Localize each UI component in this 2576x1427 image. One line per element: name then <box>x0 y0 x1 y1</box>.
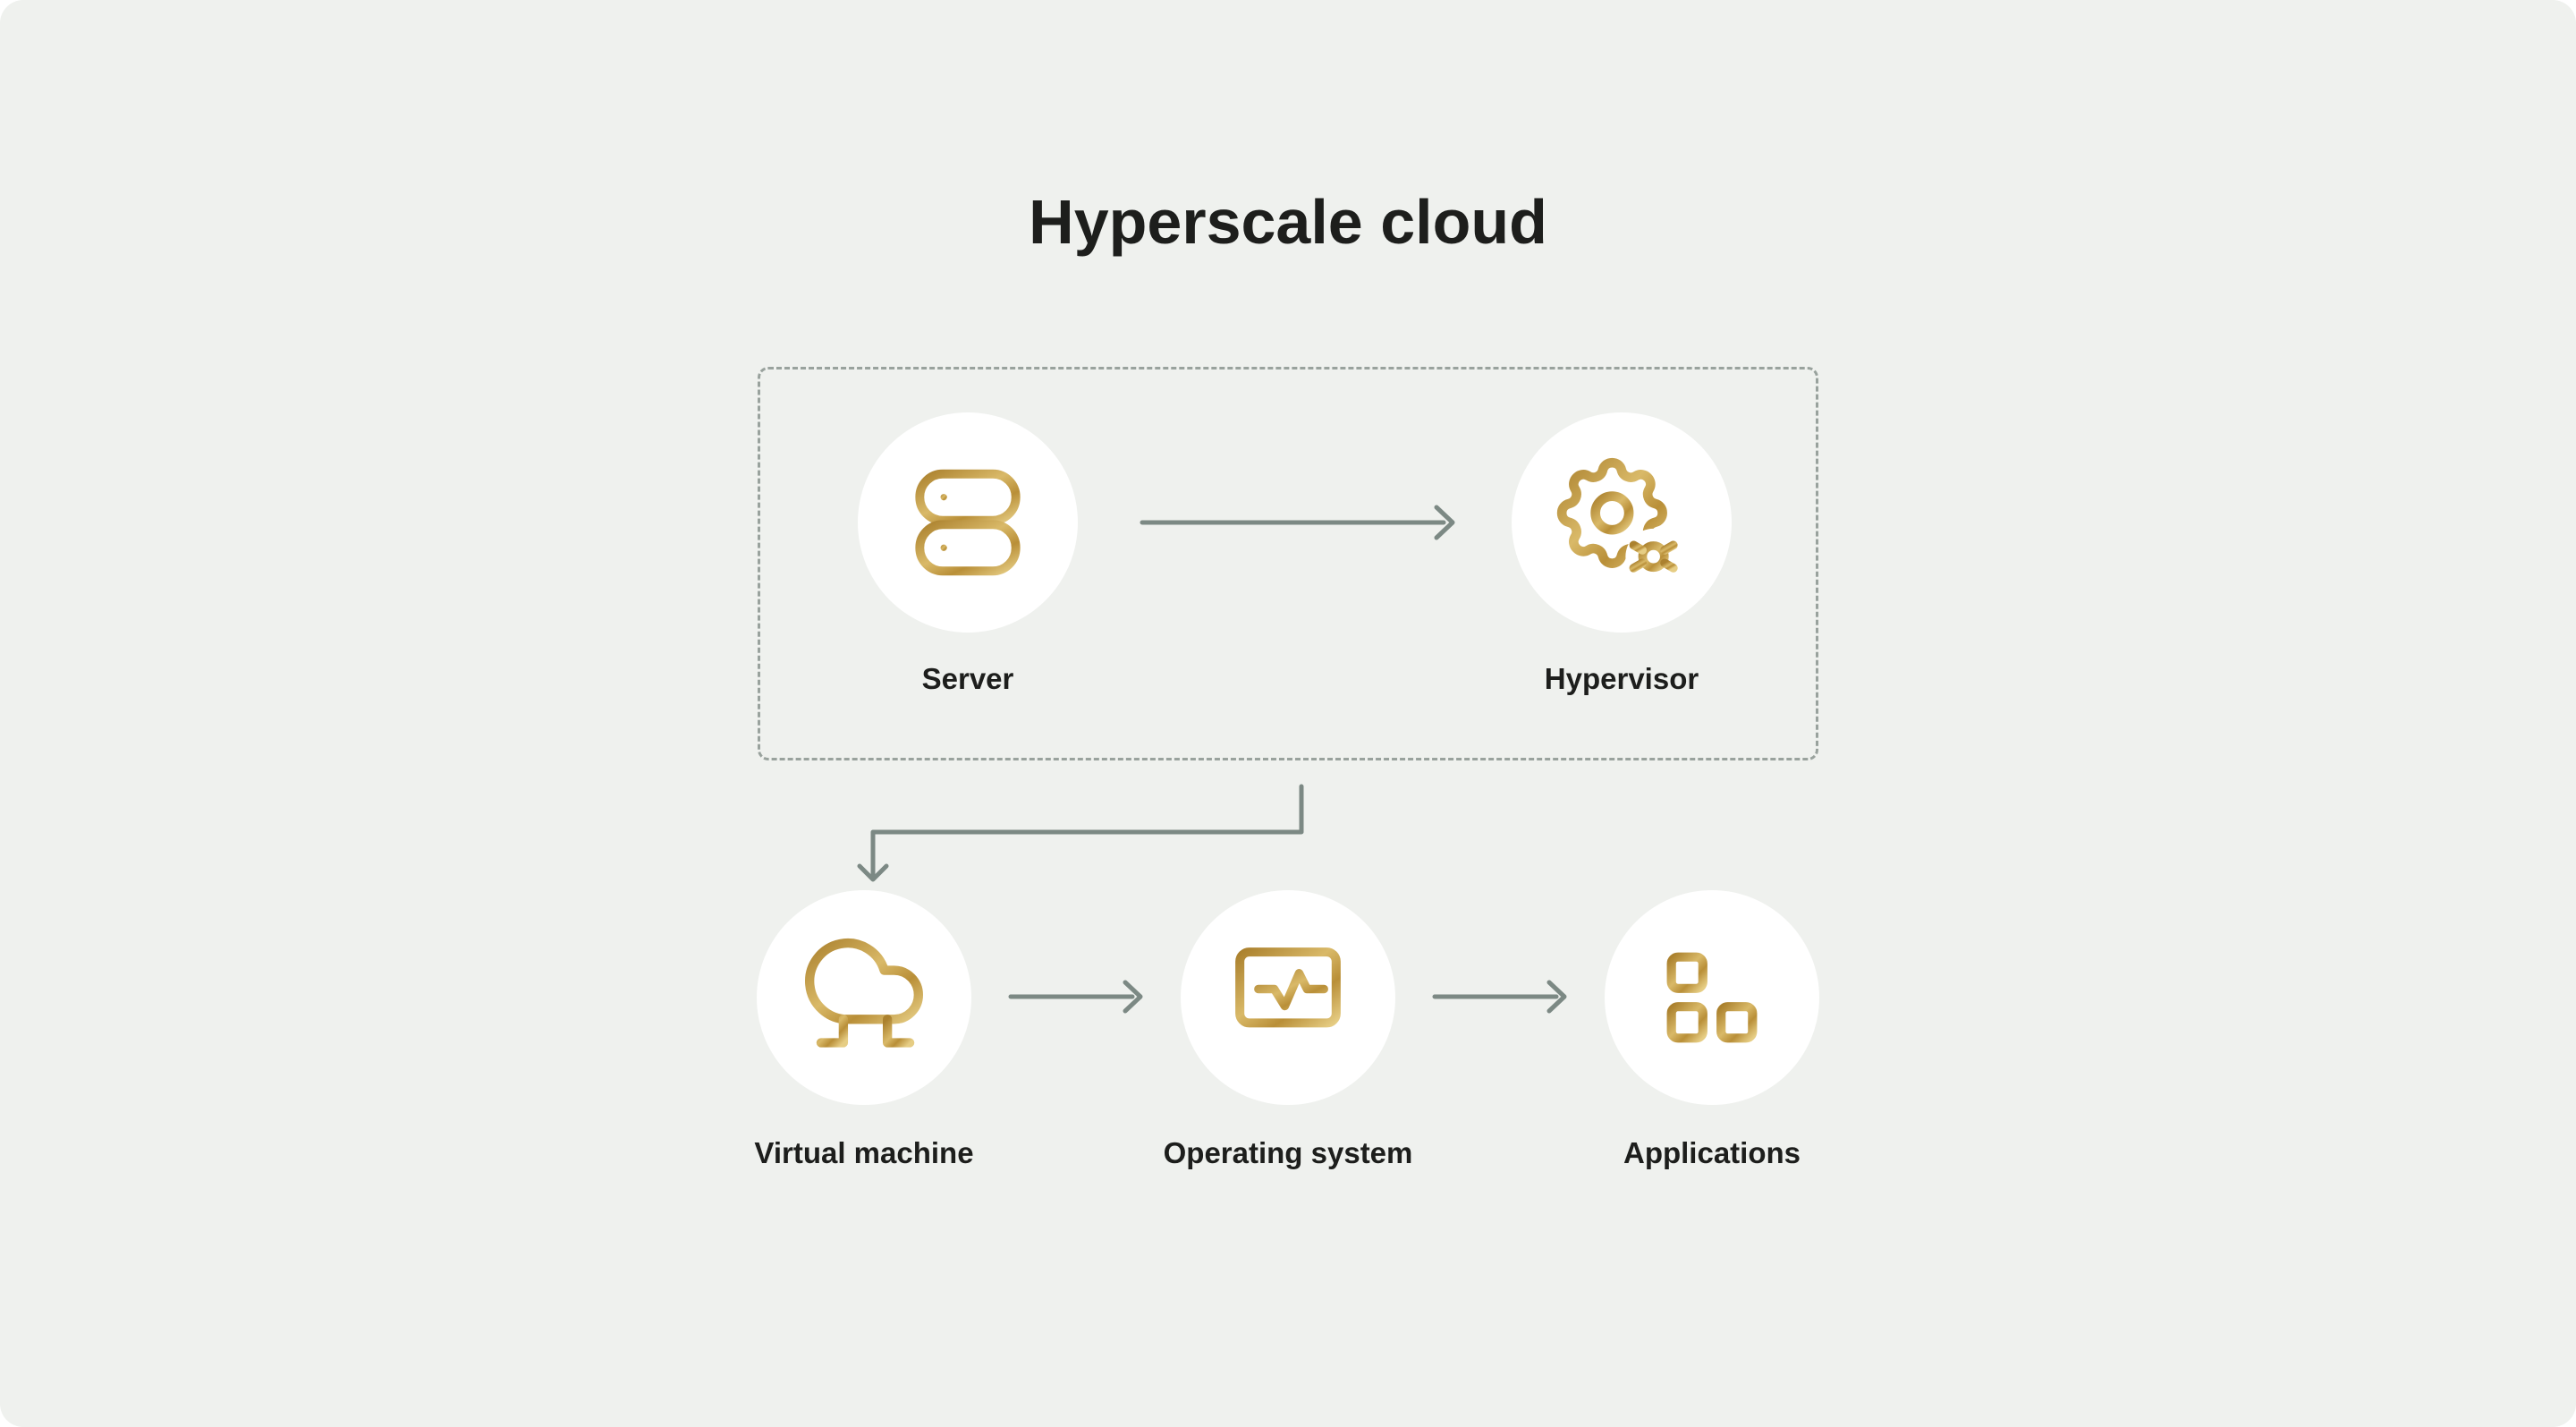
monitor-pulse-icon <box>1235 947 1341 1045</box>
cloud-vm-icon <box>805 939 923 1050</box>
server-icon <box>915 469 1021 576</box>
node-applications <box>1605 890 1819 1105</box>
node-hypervisor <box>1512 412 1732 633</box>
server-hypervisor-group-box <box>758 367 1818 760</box>
node-virtual-machine <box>757 890 971 1105</box>
gears-icon <box>1556 457 1682 585</box>
app-grid-plus-icon <box>1666 952 1758 1043</box>
arrow-group-to-virtual-machine <box>857 784 1304 882</box>
node-server <box>858 412 1078 633</box>
label-applications: Applications <box>1623 1136 1801 1169</box>
arrow-server-to-hypervisor <box>1140 505 1455 540</box>
node-operating-system <box>1181 890 1395 1105</box>
page-title: Hyperscale cloud <box>1029 187 1547 257</box>
label-virtual-machine: Virtual machine <box>754 1136 974 1169</box>
label-operating-system: Operating system <box>1163 1136 1413 1169</box>
label-hypervisor: Hypervisor <box>1544 662 1699 695</box>
arrow-vm-to-os <box>1008 980 1143 1014</box>
label-server: Server <box>921 662 1014 695</box>
arrow-os-to-applications <box>1432 980 1567 1014</box>
